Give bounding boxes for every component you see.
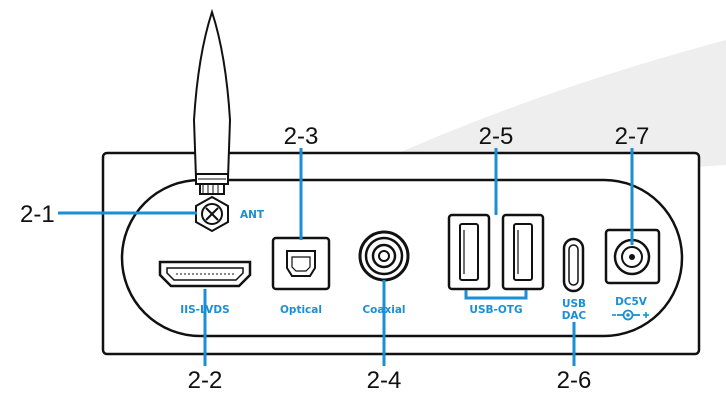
callout-2-6: 2-6	[557, 367, 592, 394]
callout-2-4: 2-4	[367, 367, 402, 394]
label-optical: Optical	[280, 304, 322, 316]
usb-a-port-icon	[501, 213, 545, 291]
label-ant: ANT	[240, 209, 265, 221]
usb-c-port-icon	[562, 237, 585, 293]
hdmi-port-icon	[158, 260, 252, 288]
dc-barrel-jack-icon	[604, 228, 661, 285]
callout-2-7: 2-7	[615, 123, 650, 150]
label-usb-dac-line2: DAC	[562, 310, 587, 322]
label-usb-otg: USB-OTG	[469, 304, 522, 316]
polarity-symbol-icon	[612, 309, 649, 321]
rca-port-icon	[358, 230, 410, 282]
callout-2-3: 2-3	[284, 123, 319, 150]
callout-2-2: 2-2	[188, 367, 223, 394]
callout-2-1: 2-1	[20, 201, 55, 228]
callout-2-5: 2-5	[479, 123, 514, 150]
label-usb-dac-line1: USB	[562, 298, 586, 310]
usb-otg-bracket	[464, 290, 528, 300]
label-dc5v: DC5V	[615, 296, 648, 308]
antenna-icon	[192, 8, 232, 233]
usb-a-port-icon	[447, 213, 491, 291]
optical-port-icon	[271, 236, 331, 291]
